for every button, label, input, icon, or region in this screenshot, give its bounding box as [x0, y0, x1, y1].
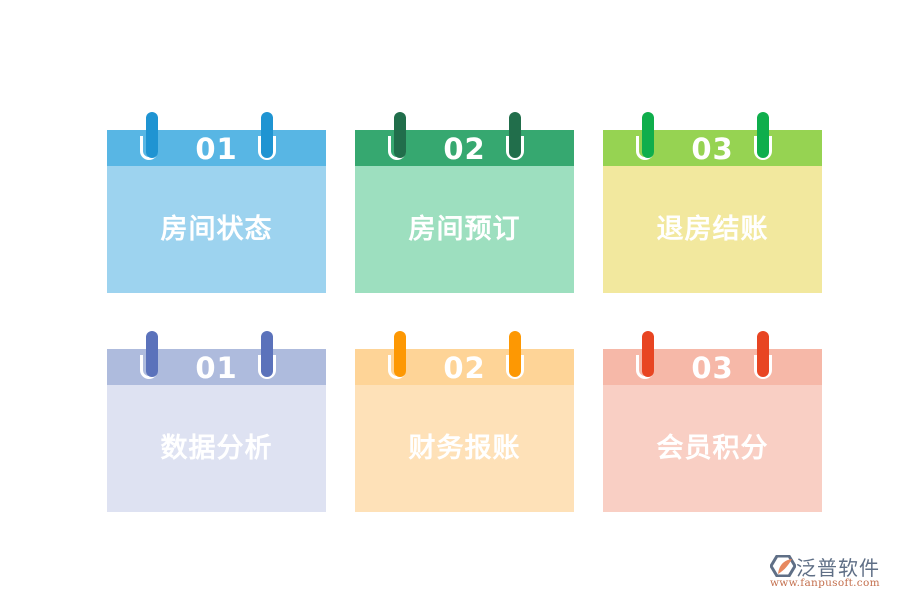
binder-clip-icon [509, 331, 521, 377]
brand-logo: 泛普软件 www.fanpusoft.com [768, 552, 893, 592]
card-label: 财务报账 [408, 433, 521, 464]
binder-clip-icon [642, 331, 654, 377]
binder-clip-icon [757, 112, 769, 158]
brand-name: 泛普软件 [796, 556, 880, 580]
card-body [603, 166, 822, 293]
card-room-status[interactable]: 01 房间状态 [107, 112, 326, 293]
card-number: 02 [443, 132, 486, 166]
ring-icon [754, 136, 772, 160]
card-finance-reimbursement[interactable]: 02 财务报账 [355, 331, 574, 512]
ring-icon [258, 355, 276, 379]
binder-clip-icon [394, 331, 406, 377]
binder-clip-icon [757, 331, 769, 377]
binder-clip-icon [642, 112, 654, 158]
card-label: 房间状态 [160, 214, 273, 245]
ring-icon [506, 355, 524, 379]
ring-icon [754, 355, 772, 379]
card-body [107, 166, 326, 293]
card-number: 02 [443, 351, 486, 385]
binder-clip-icon [261, 331, 273, 377]
card-body [603, 385, 822, 512]
card-label: 房间预订 [408, 214, 521, 245]
card-number: 01 [195, 351, 238, 385]
card-data-analysis[interactable]: 01 数据分析 [107, 331, 326, 512]
binder-clip-icon [261, 112, 273, 158]
card-label: 退房结账 [656, 214, 769, 245]
binder-clip-icon [146, 112, 158, 158]
card-label: 数据分析 [160, 433, 273, 464]
card-body [107, 385, 326, 512]
card-label: 会员积分 [656, 433, 769, 464]
card-body [355, 385, 574, 512]
brand-url: www.fanpusoft.com [770, 577, 880, 589]
ring-icon [506, 136, 524, 160]
card-body [355, 166, 574, 293]
card-number: 03 [691, 351, 734, 385]
card-number: 03 [691, 132, 734, 166]
fanpu-logo-icon [770, 555, 796, 577]
binder-clip-icon [509, 112, 521, 158]
card-room-booking[interactable]: 02 房间预订 [355, 112, 574, 293]
binder-clip-icon [146, 331, 158, 377]
card-member-points[interactable]: 03 会员积分 [603, 331, 822, 512]
card-number: 01 [195, 132, 238, 166]
ring-icon [258, 136, 276, 160]
card-checkout[interactable]: 03 退房结账 [603, 112, 822, 293]
binder-clip-icon [394, 112, 406, 158]
